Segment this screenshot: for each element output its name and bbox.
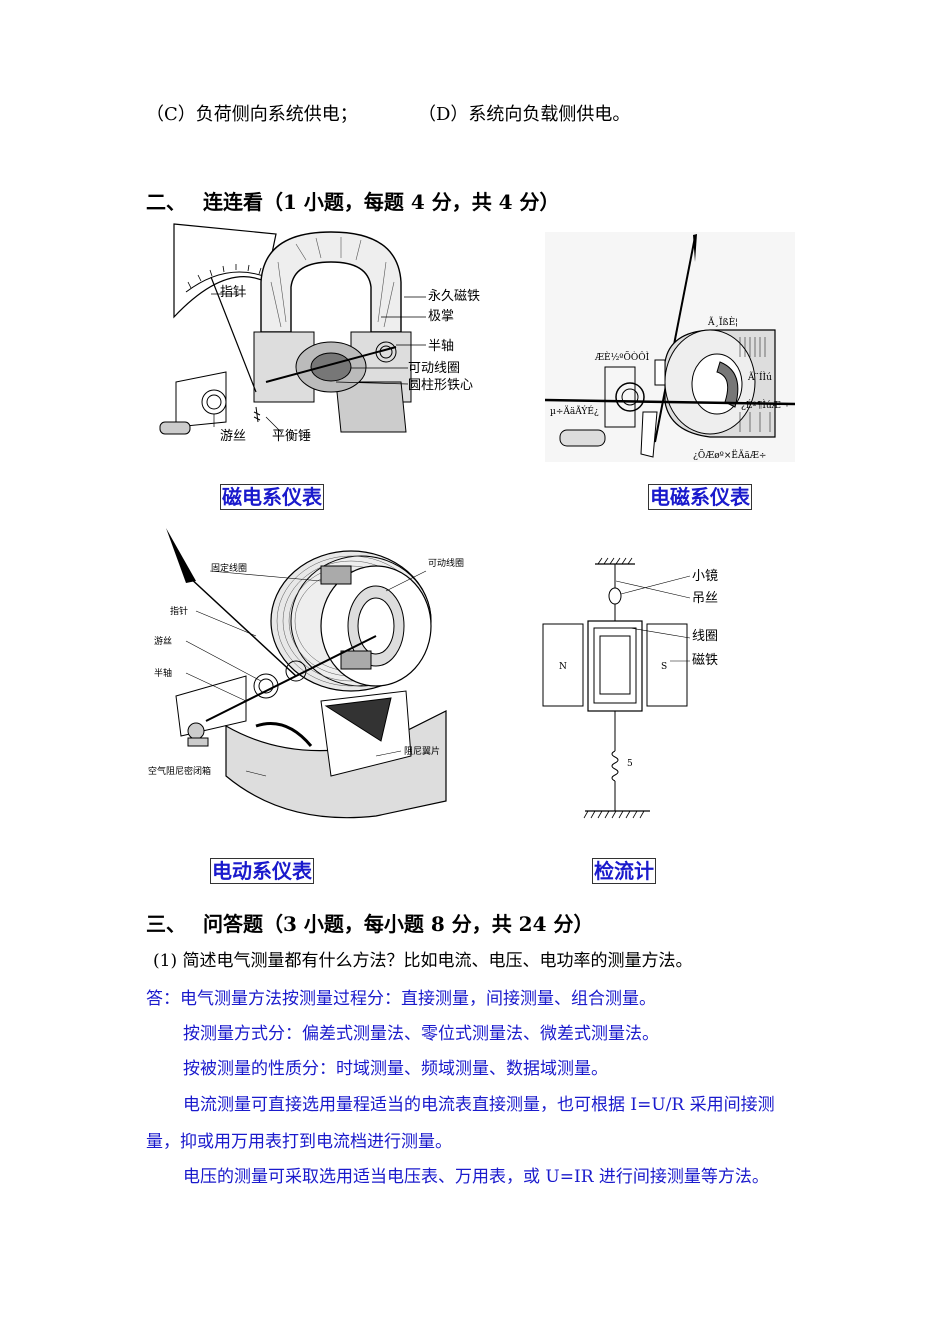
fig2-label-2: ÆÈ½ºÕÒÔÌ [594,351,650,363]
figure-electrodynamic-meter: 固定线圈 可动线圈 指针 游丝 半轴 阻尼翼片 空气阻尼密闭箱 [148,528,464,819]
fig4-label-s: S [661,662,667,672]
fig3-label-moving-coil: 可动线圈 [428,557,464,569]
question-1: (1) 简述电气测量都有什么方法？比如电流、电压、电功率的测量方法。 [153,951,693,971]
section3-number: 三、 [146,912,186,936]
fig2-label-5: ¿Éº¶ÌúÆ¬ [741,399,788,411]
fig1-label-pointer: 指针 [220,285,246,300]
fig1-label-hairspring: 游丝 [220,429,246,444]
fig2-label-1: Ã¸ÏßÈ¦ [707,316,738,328]
answer-line-4: 电流测量可直接选用量程适当的电流表直接测量，也可根据 I=U/R 采用间接测 [183,1095,775,1115]
fig4-caption: 检流计 [592,858,656,884]
fig4-label-n: N [559,662,567,672]
fig3-caption: 电动系仪表 [210,858,314,884]
fig1-label-core: 圆柱形铁心 [408,378,473,393]
fig3-label-damping-vane: 阻尼翼片 [404,745,440,757]
fig3-label-pointer: 指针 [170,605,188,617]
fig1-label-permanent-magnet: 永久磁铁 [428,289,480,304]
fig3-label-fixed-coil: 固定线圈 [211,562,247,574]
fig1-label-moving-coil: 可动线圈 [408,361,460,376]
fig1-label-balance-weight: 平衡锤 [272,429,311,444]
section3-title: 问答题（3 小题，每小题 8 分，共 24 分） [203,912,594,936]
fig2-label-3: Ã¨ÍÌú [747,371,772,383]
fig4-label-mirror: 小镜 [692,569,718,584]
fig1-label-half-shaft: 半轴 [428,339,454,354]
answer-line-3: 按被测量的性质分：时域测量、频域测量、数据域测量。 [183,1059,608,1079]
answer-line-5: 量，抑或用万用表打到电流档进行测量。 [146,1132,452,1152]
fig1-caption: 磁电系仪表 [220,484,324,510]
fig3-label-hairspring: 游丝 [154,635,172,647]
option-c: （C）负荷侧向系统供电； [146,104,358,125]
fig3-label-half-shaft: 半轴 [154,667,172,679]
fig1-label-pole-shoe: 极掌 [428,309,454,324]
figure-moving-coil-meter: 指针 永久磁铁 极掌 半轴 可动线圈 圆柱形铁心 游丝 平衡锤 [159,223,480,444]
fig3-label-air-box: 空气阻尼密闭箱 [148,765,211,777]
fig4-label-magnet: 磁铁 [692,653,718,668]
option-d: （D）系统向负载侧供电。 [418,104,631,125]
fig2-caption: 电磁系仪表 [648,484,752,510]
answer-line-2: 按测量方式分：偏差式测量法、零位式测量法、微差式测量法。 [183,1024,659,1044]
figure-galvanometer: 小镜 吊丝 线圈 磁铁 N S 5 [542,557,718,819]
section2-number: 二、 [146,190,186,214]
figure-moving-iron-meter: Ã¸ÏßÈ¦ ÆÈ½ºÕÒÔÌ Ã¨ÍÌú µ÷ÄäÃÝÉ¿ ¿Éº¶ÌúÆ¬ … [545,232,795,462]
answer-line-6: 电压的测量可采取选用适当电压表、万用表，或 U=IR 进行间接测量等方法。 [183,1167,769,1187]
fig2-label-4: µ÷ÄäÃÝÉ¿ [550,405,599,417]
section2-title: 连连看（1 小题，每题 4 分，共 4 分） [203,190,560,214]
fig2-label-6: ¿ÕÆøº×ËÄäÆ÷ [693,449,766,461]
fig4-label-coil: 线圈 [692,629,718,644]
answer-line-1: 答：电气测量方法按测量过程分：直接测量，间接测量、组合测量。 [146,989,656,1009]
fig4-label-suspension: 吊丝 [692,591,718,606]
fig4-label-5: 5 [627,759,633,769]
